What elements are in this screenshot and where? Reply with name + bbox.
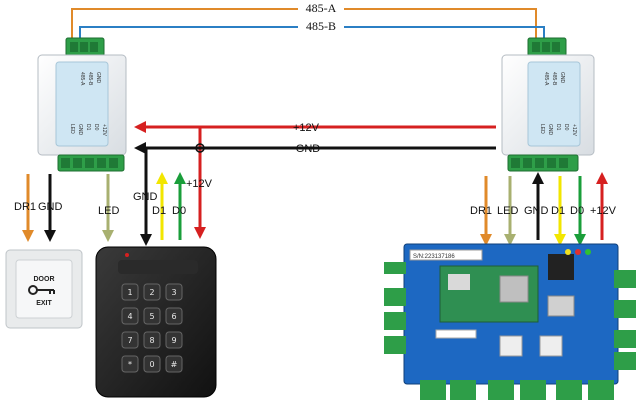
keypad-key: # bbox=[171, 360, 178, 369]
label-bg-485b bbox=[298, 19, 344, 32]
left-pin-label-gnd2: GND bbox=[77, 124, 83, 136]
label-485b: 485-B bbox=[306, 19, 336, 33]
keypad-key-bg bbox=[165, 307, 183, 325]
keypad-key-bg bbox=[165, 355, 183, 373]
power-line-gnd bbox=[134, 142, 496, 246]
keypad-key-bg bbox=[143, 331, 161, 349]
wire-crossover bbox=[195, 143, 205, 153]
keypad-key-bg bbox=[143, 307, 161, 325]
access-controller-board: S/N:223137186 bbox=[384, 243, 636, 400]
keypad-key: * bbox=[128, 360, 132, 369]
right-pin-label-led: LED bbox=[539, 124, 545, 134]
keypad-key-bg bbox=[165, 331, 183, 349]
label-d0-right: D0 bbox=[570, 205, 584, 217]
right-pin-label-d0: D0 bbox=[563, 124, 569, 131]
converter-module-left: GND 485-B 485-A +12V D0 D1 GND LED bbox=[37, 37, 127, 172]
left-pin-label-d1: D1 bbox=[85, 124, 91, 131]
exit-label: EXIT bbox=[36, 300, 52, 307]
keypad-key-bg bbox=[121, 355, 139, 373]
left-pin-label-led: LED bbox=[69, 124, 75, 134]
serial-number-label: S/N:223137186 bbox=[413, 254, 455, 260]
keypad-key: 8 bbox=[149, 336, 154, 345]
right-pin-label-485b: 485-B bbox=[551, 72, 557, 86]
label-d1-right: D1 bbox=[551, 205, 565, 217]
keypad-key-bg bbox=[121, 307, 139, 325]
right-pin-label-gnd: GND bbox=[559, 72, 565, 84]
left-pin-label-d0: D0 bbox=[93, 124, 99, 131]
keypad-reader: 1 2 3 4 5 6 7 8 9 * 0 # bbox=[95, 246, 217, 398]
label-485a: 485-A bbox=[306, 1, 337, 15]
label-reader-d0: D0 bbox=[172, 205, 186, 217]
right-pin-label-12v: +12V bbox=[571, 124, 577, 136]
label-12v-line: +12V bbox=[293, 122, 320, 134]
keypad-key: 4 bbox=[127, 312, 132, 321]
right-pin-label-485a: 485-A bbox=[543, 72, 549, 86]
door-exit-button: DOOR EXIT bbox=[5, 249, 83, 329]
label-gnd-line: GND bbox=[296, 143, 321, 155]
label-gnd-left: GND bbox=[38, 201, 63, 213]
label-led-left: LED bbox=[98, 205, 119, 217]
label-12v-right: +12V bbox=[590, 205, 617, 217]
right-pin-label-gnd2: GND bbox=[547, 124, 553, 136]
left-pin-label-12v: +12V bbox=[101, 124, 107, 136]
keypad-key: 5 bbox=[149, 312, 154, 321]
keypad-key-bg bbox=[165, 283, 183, 301]
keypad-key: 7 bbox=[127, 336, 132, 345]
label-reader-gnd: GND bbox=[133, 191, 158, 203]
label-dr1-right: DR1 bbox=[470, 205, 492, 217]
key-icon bbox=[28, 285, 55, 295]
keypad-key: 1 bbox=[127, 288, 132, 297]
keypad-key: 3 bbox=[171, 288, 176, 297]
keypad-key: 6 bbox=[171, 312, 176, 321]
label-led-right: LED bbox=[497, 205, 518, 217]
left-pin-label-485b: 485-B bbox=[87, 72, 93, 86]
label-gnd-right: GND bbox=[524, 205, 549, 217]
keypad-key: 0 bbox=[149, 360, 154, 369]
converter-module-right: GND 485-B 485-A +12V D0 D1 GND LED bbox=[501, 37, 595, 172]
label-bg-485a bbox=[298, 1, 344, 14]
keypad-key-bg bbox=[143, 283, 161, 301]
keypad-keys: 1 2 3 4 5 6 7 8 9 * 0 # bbox=[121, 283, 183, 373]
label-reader-12v: +12V bbox=[186, 178, 213, 190]
keypad-key: 2 bbox=[149, 288, 154, 297]
right-pin-label-d1: D1 bbox=[555, 124, 561, 131]
label-dr1-left: DR1 bbox=[14, 201, 36, 213]
keypad-key: 9 bbox=[171, 336, 176, 345]
label-reader-d1: D1 bbox=[152, 205, 166, 217]
keypad-key-bg bbox=[121, 283, 139, 301]
keypad-key-bg bbox=[143, 355, 161, 373]
door-label: DOOR bbox=[34, 276, 55, 283]
left-pin-label-gnd: GND bbox=[95, 72, 101, 84]
left-pin-label-485a: 485-A bbox=[79, 72, 85, 86]
keypad-key-bg bbox=[121, 331, 139, 349]
